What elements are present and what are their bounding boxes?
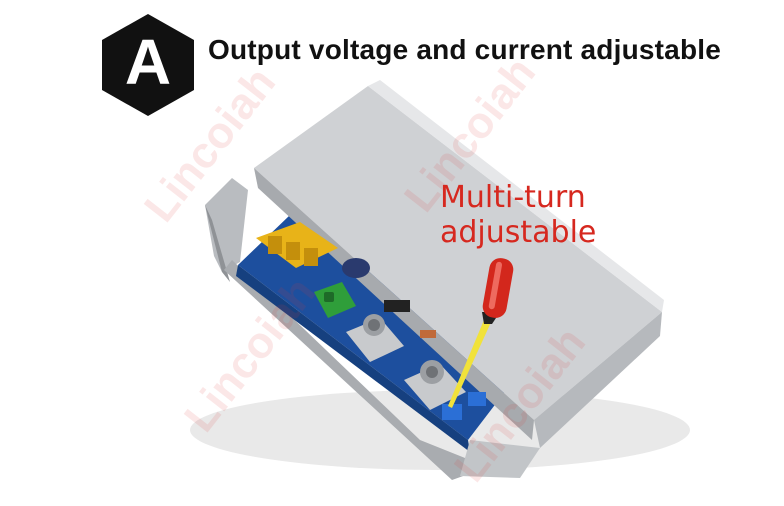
callout-line-2: adjustable: [440, 215, 597, 250]
badge-letter: A: [124, 26, 172, 98]
section-badge: A: [100, 12, 196, 116]
adjust-callout: Multi-turn adjustable: [440, 180, 596, 250]
callout-line-1: Multi-turn: [440, 180, 586, 215]
page-title: Output voltage and current adjustable: [208, 34, 722, 65]
hexagon-icon: [102, 14, 194, 116]
